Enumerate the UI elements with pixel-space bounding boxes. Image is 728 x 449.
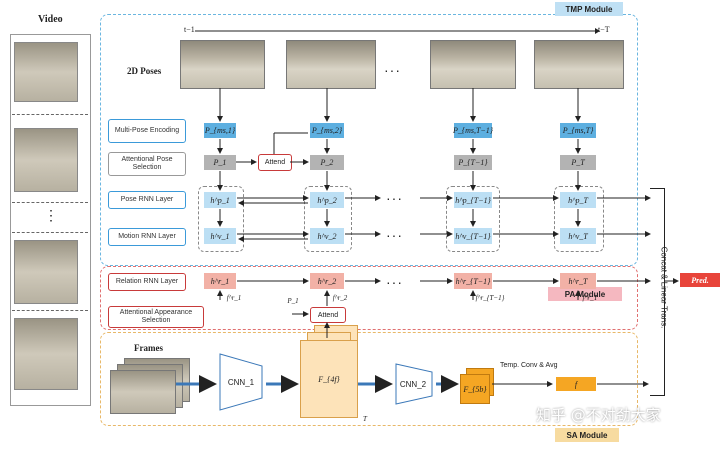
- cnn1-label: CNN_1: [227, 377, 255, 387]
- pose-node-1: h^p_1: [204, 192, 236, 208]
- video-frame-1: [14, 42, 78, 102]
- sel-node-2: P_2: [310, 155, 344, 170]
- motion-node-4: h^v_T: [560, 228, 596, 244]
- attentional-appearance-selection-label: Attentional Appearance Selection: [108, 306, 204, 328]
- pa-p1-label: P_1: [287, 297, 299, 305]
- sel-node-4: P_T: [560, 155, 596, 170]
- motion-rnn-ellipsis: ···: [386, 227, 403, 243]
- pose-image-1: [180, 40, 265, 89]
- pred-box: Pred.: [680, 273, 720, 287]
- poses-label: 2D Poses: [127, 66, 162, 76]
- pose-ellipsis: ···: [384, 62, 401, 78]
- cnn2-label: CNN_2: [399, 379, 427, 389]
- time-end-label: t−T: [598, 25, 610, 34]
- sel-node-3: P_{T−1}: [454, 155, 492, 170]
- video-frame-4: [14, 318, 78, 390]
- f4f-t-label: T: [363, 415, 367, 423]
- video-separator: [12, 202, 88, 203]
- sa-module-box: [100, 332, 638, 426]
- temp-conv-label: Temp. Conv & Avg: [500, 362, 558, 369]
- video-separator: [12, 232, 88, 233]
- frames-stack-front: [110, 370, 176, 414]
- attend-box-tmp: Attend: [258, 154, 292, 171]
- relation-rnn-ellipsis: ···: [386, 274, 403, 290]
- f4f-block: F_{4f}: [300, 340, 358, 418]
- motion-node-1: h^v_1: [204, 228, 236, 244]
- video-title: Video: [38, 14, 63, 25]
- relation-feature-4: f^r_T: [582, 294, 598, 302]
- pose-node-3: h^p_{T−1}: [454, 192, 492, 208]
- f-block: f: [556, 377, 596, 391]
- sel-node-1: P_1: [204, 155, 236, 170]
- video-separator: [12, 114, 88, 115]
- relation-rnn-layer-label: Relation RNN Layer: [108, 273, 186, 291]
- relation-node-3: h^r_{T−1}: [454, 273, 492, 289]
- pose-image-2: [286, 40, 376, 89]
- sa-module-tag: SA Module: [555, 428, 619, 442]
- relation-feature-1: f^r_1: [226, 294, 242, 302]
- relation-feature-2: f^r_2: [332, 294, 348, 302]
- enc-node-1: P_{ms,1}: [204, 123, 236, 138]
- cnn1-trapezoid: [219, 353, 263, 411]
- time-arrow: [195, 28, 600, 34]
- pa-module-tag: PA Module: [548, 287, 622, 301]
- cnn2-trapezoid: [395, 363, 433, 405]
- enc-node-3: P_{ms,T−1}: [453, 123, 493, 138]
- pose-node-2: h^p_2: [310, 192, 344, 208]
- tmp-module-box: [100, 14, 638, 266]
- motion-node-2: h^v_2: [310, 228, 344, 244]
- video-frame-3: [14, 240, 78, 304]
- time-start-label: t−1: [184, 25, 195, 34]
- pa-module-box: [100, 266, 638, 330]
- pose-rnn-layer-label: Pose RNN Layer: [108, 191, 186, 209]
- attentional-pose-selection-label: Attentional Pose Selection: [108, 152, 186, 176]
- relation-node-2: h^r_2: [310, 273, 344, 289]
- motion-node-3: h^v_{T−1}: [454, 228, 492, 244]
- enc-node-4: P_{ms,T}: [560, 123, 596, 138]
- f5b-block: F_{5b}: [460, 374, 490, 404]
- tmp-module-tag: TMP Module: [555, 2, 623, 16]
- pose-rnn-ellipsis: ···: [386, 190, 403, 206]
- frames-label: Frames: [134, 343, 163, 353]
- relation-feature-3: f^r_{T−1}: [475, 294, 505, 302]
- concat-bracket: [650, 188, 665, 396]
- video-separator: [12, 310, 88, 311]
- motion-rnn-layer-label: Motion RNN Layer: [108, 228, 186, 246]
- video-ellipsis: ⋮: [44, 209, 58, 224]
- pose-image-4: [534, 40, 624, 89]
- relation-node-4: h^r_T: [560, 273, 596, 289]
- relation-node-1: h^r_1: [204, 273, 236, 289]
- multi-pose-encoding-label: Multi-Pose Encoding: [108, 119, 186, 143]
- pose-node-4: h^p_T: [560, 192, 596, 208]
- enc-node-2: P_{ms,2}: [310, 123, 344, 138]
- watermark: 知乎 @不对劲大家: [536, 406, 661, 424]
- video-frame-2: [14, 128, 78, 192]
